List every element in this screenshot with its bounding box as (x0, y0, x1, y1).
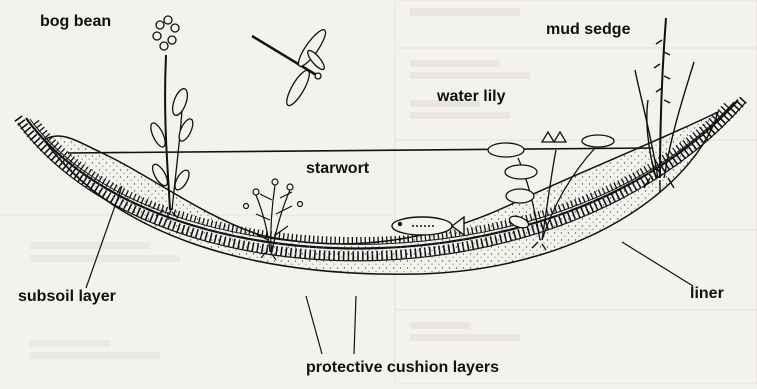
dragonfly-icon (252, 27, 330, 109)
label-protective-cushion-layers: protective cushion layers (306, 359, 499, 376)
label-bog-bean: bog bean (40, 13, 111, 30)
subsoil-fill (44, 112, 718, 274)
water-surface-line (68, 148, 652, 153)
label-liner: liner (690, 285, 724, 302)
label-water-lily: water lily (436, 88, 506, 105)
label-mud-sedge: mud sedge (546, 21, 631, 38)
label-starwort: starwort (306, 160, 370, 177)
label-subsoil-layer: subsoil layer (18, 288, 116, 305)
